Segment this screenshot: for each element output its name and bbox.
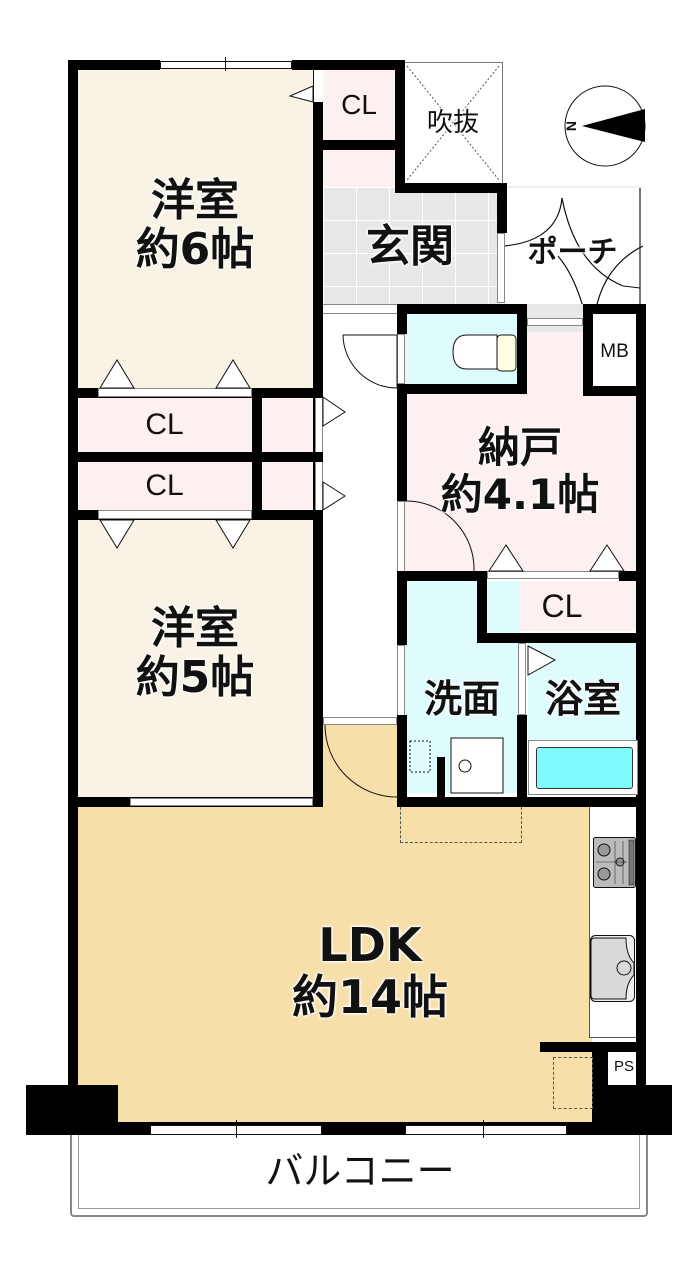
wall — [636, 304, 646, 1110]
washer-space — [400, 807, 522, 843]
closet-storage-label: CL — [541, 588, 583, 624]
wall — [395, 183, 505, 193]
bathroom-label: 浴室 — [544, 677, 621, 721]
wall — [397, 715, 407, 807]
room-size: 約14帖 — [291, 969, 448, 1024]
bedroom-5-sliding-door — [130, 798, 313, 806]
stove-icon — [593, 837, 636, 888]
closet-top-label: CL — [341, 89, 377, 120]
room-name: 洋室 — [151, 175, 239, 226]
wall — [292, 60, 404, 70]
closet-top-floor — [323, 68, 395, 140]
balcony — [70, 1135, 648, 1217]
western-room-6-floor — [77, 68, 313, 397]
room-name: 洋室 — [151, 603, 239, 654]
window-balcony-2 — [405, 1125, 567, 1135]
wall — [583, 304, 593, 396]
room-size: 約5帖 — [135, 652, 255, 704]
wall — [252, 388, 262, 518]
wall — [583, 304, 643, 314]
storage-closet-doors — [487, 571, 619, 579]
storage-opening — [527, 318, 583, 326]
wall — [497, 183, 507, 233]
closet-left-1-floor — [77, 397, 323, 452]
mb-label: MB — [600, 341, 629, 362]
room-size: 約4.1帖 — [440, 470, 600, 520]
western-room-5-label: 洋室 約5帖 — [110, 604, 280, 703]
void-cross-icon — [403, 62, 503, 184]
washroom-label: 洗面 — [423, 677, 500, 721]
wall — [517, 715, 527, 807]
bathtub-water — [536, 747, 633, 789]
wall — [397, 304, 527, 314]
wall — [68, 60, 160, 70]
wall — [395, 60, 405, 188]
void-label: 吹抜 — [426, 108, 479, 138]
wall — [397, 571, 487, 581]
balcony-label: バルコニー — [265, 1149, 455, 1193]
wall — [313, 390, 323, 805]
sink-icon — [590, 935, 635, 1002]
fridge-space — [553, 1057, 593, 1109]
closet-left-2-label: CL — [145, 469, 184, 502]
room-size: 約6帖 — [135, 224, 255, 276]
porch-area — [503, 186, 644, 315]
window-divider — [236, 1120, 237, 1138]
room-name: LDK — [318, 918, 422, 972]
window-divider — [483, 1120, 484, 1138]
window-top — [160, 61, 292, 69]
entrance-label: 玄関 — [366, 221, 454, 272]
entrance-door-frame — [497, 233, 505, 303]
wall — [397, 797, 642, 807]
wall — [68, 452, 323, 462]
ldk-label: LDK 約14帖 — [260, 918, 480, 1024]
wall — [437, 757, 445, 797]
bathtub-icon — [528, 740, 638, 795]
ps-box — [609, 1052, 639, 1084]
western-room-5-floor — [77, 518, 313, 800]
entrance-floor — [323, 187, 501, 304]
storage-room-label: 納戸 約4.1帖 — [415, 424, 625, 518]
wall — [397, 394, 407, 501]
closet-door-arrows-icon — [99, 85, 625, 798]
wall — [313, 140, 403, 150]
hall-floor-line — [323, 717, 397, 725]
balcony-inner — [78, 1135, 640, 1209]
wall — [397, 571, 407, 645]
washbasin-icon — [409, 737, 504, 794]
closet-2-doors — [98, 510, 252, 519]
wall — [619, 571, 639, 581]
wall — [477, 633, 643, 643]
western-room-6-label: 洋室 約6帖 — [110, 176, 280, 275]
wall — [397, 384, 527, 394]
wall — [68, 60, 78, 1110]
entrance-upper-floor — [323, 150, 401, 187]
wall — [517, 304, 527, 384]
room-name: 納戸 — [477, 423, 562, 472]
wall — [313, 60, 323, 390]
closet-1-doors — [98, 388, 252, 397]
toilet-icon — [452, 334, 517, 372]
entrance-step — [323, 304, 405, 314]
wall — [477, 571, 487, 643]
ps-label: PS — [613, 1058, 634, 1075]
wall — [540, 1042, 642, 1052]
wall — [397, 304, 407, 334]
closet-left-1-label: CL — [145, 408, 184, 441]
ldk-floor — [77, 806, 592, 1124]
ldk-floor-hall — [323, 719, 400, 809]
porch-label: ポーチ — [527, 235, 618, 270]
compass-label: N — [563, 120, 580, 132]
window-divider — [225, 57, 226, 71]
bath-door-frame — [518, 643, 526, 715]
mb-floor — [592, 314, 636, 386]
wall — [583, 386, 643, 396]
closet-left-2-floor — [77, 461, 323, 511]
compass-north-icon — [564, 85, 646, 167]
